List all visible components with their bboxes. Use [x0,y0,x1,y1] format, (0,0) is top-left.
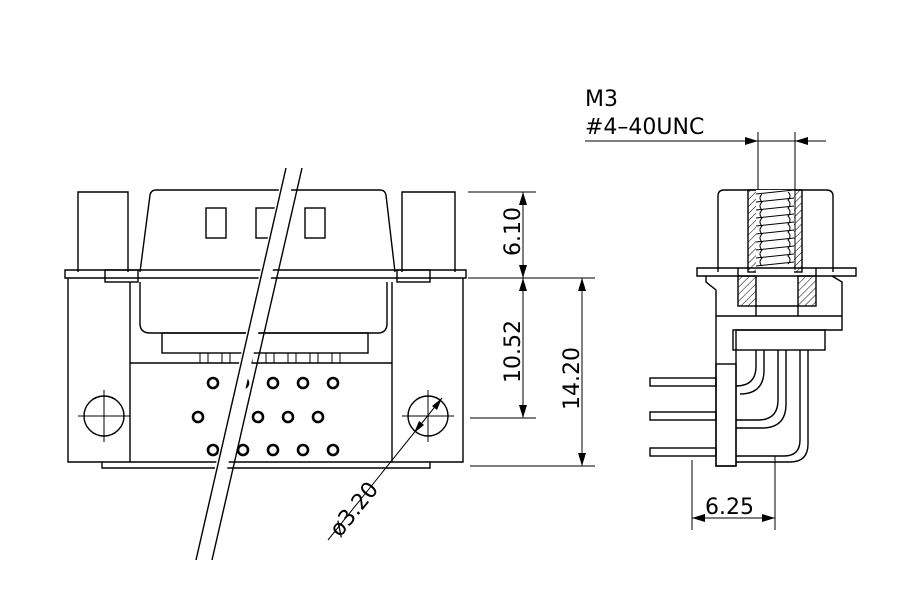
pin-hole [296,443,310,457]
thread-note-unc: #4–40UNC [585,115,704,140]
dim-height-mid: 10.52 [501,320,526,383]
straight-pins [649,377,717,457]
front-body [67,278,464,469]
mounting-hole-left [78,390,130,442]
thread-note-metric: M3 [585,87,618,112]
dim-height-top: 6.10 [501,207,526,256]
front-dimensions [468,191,595,467]
pin-hole [236,443,250,457]
flange [64,269,467,279]
pin-hole [206,376,220,390]
contact-window [205,207,227,239]
side-insulator [732,329,826,351]
diameter-leader [327,397,443,541]
front-view: ø3.20 [64,166,467,562]
dim-height-total: 14.20 [560,347,585,410]
pin-hole [191,410,205,424]
pin-hole [281,410,295,424]
nut-right [797,275,817,307]
pin-hole [251,410,265,424]
thread-profile [755,189,795,267]
pin-stubs [199,353,341,363]
flange-tab-left [104,269,139,283]
pin-hole [311,410,325,424]
nut-left [737,275,757,307]
dim-side-depth: 6.25 [705,495,754,520]
side-flange [696,267,857,277]
side-view: M3 #4–40UNC [585,87,857,467]
pin-hole [296,376,310,390]
right-standoff [401,191,456,272]
hole-diameter-label: ø3.20 [325,478,384,542]
pin-hole [326,443,340,457]
pin-hole [206,443,220,457]
flange-tab-right [396,269,431,283]
side-dimension [691,456,776,530]
pin-support [715,363,737,467]
left-standoff [77,191,129,272]
pin-hole [266,443,280,457]
break-lines [194,166,303,562]
insulator-block [161,332,369,354]
bent-pins [735,350,809,463]
pin-hole [326,376,340,390]
pin-holes [191,376,340,457]
pin-hole [266,376,280,390]
dsub-shell-outline [139,189,396,273]
contact-window [304,207,326,239]
side-body [705,275,843,467]
